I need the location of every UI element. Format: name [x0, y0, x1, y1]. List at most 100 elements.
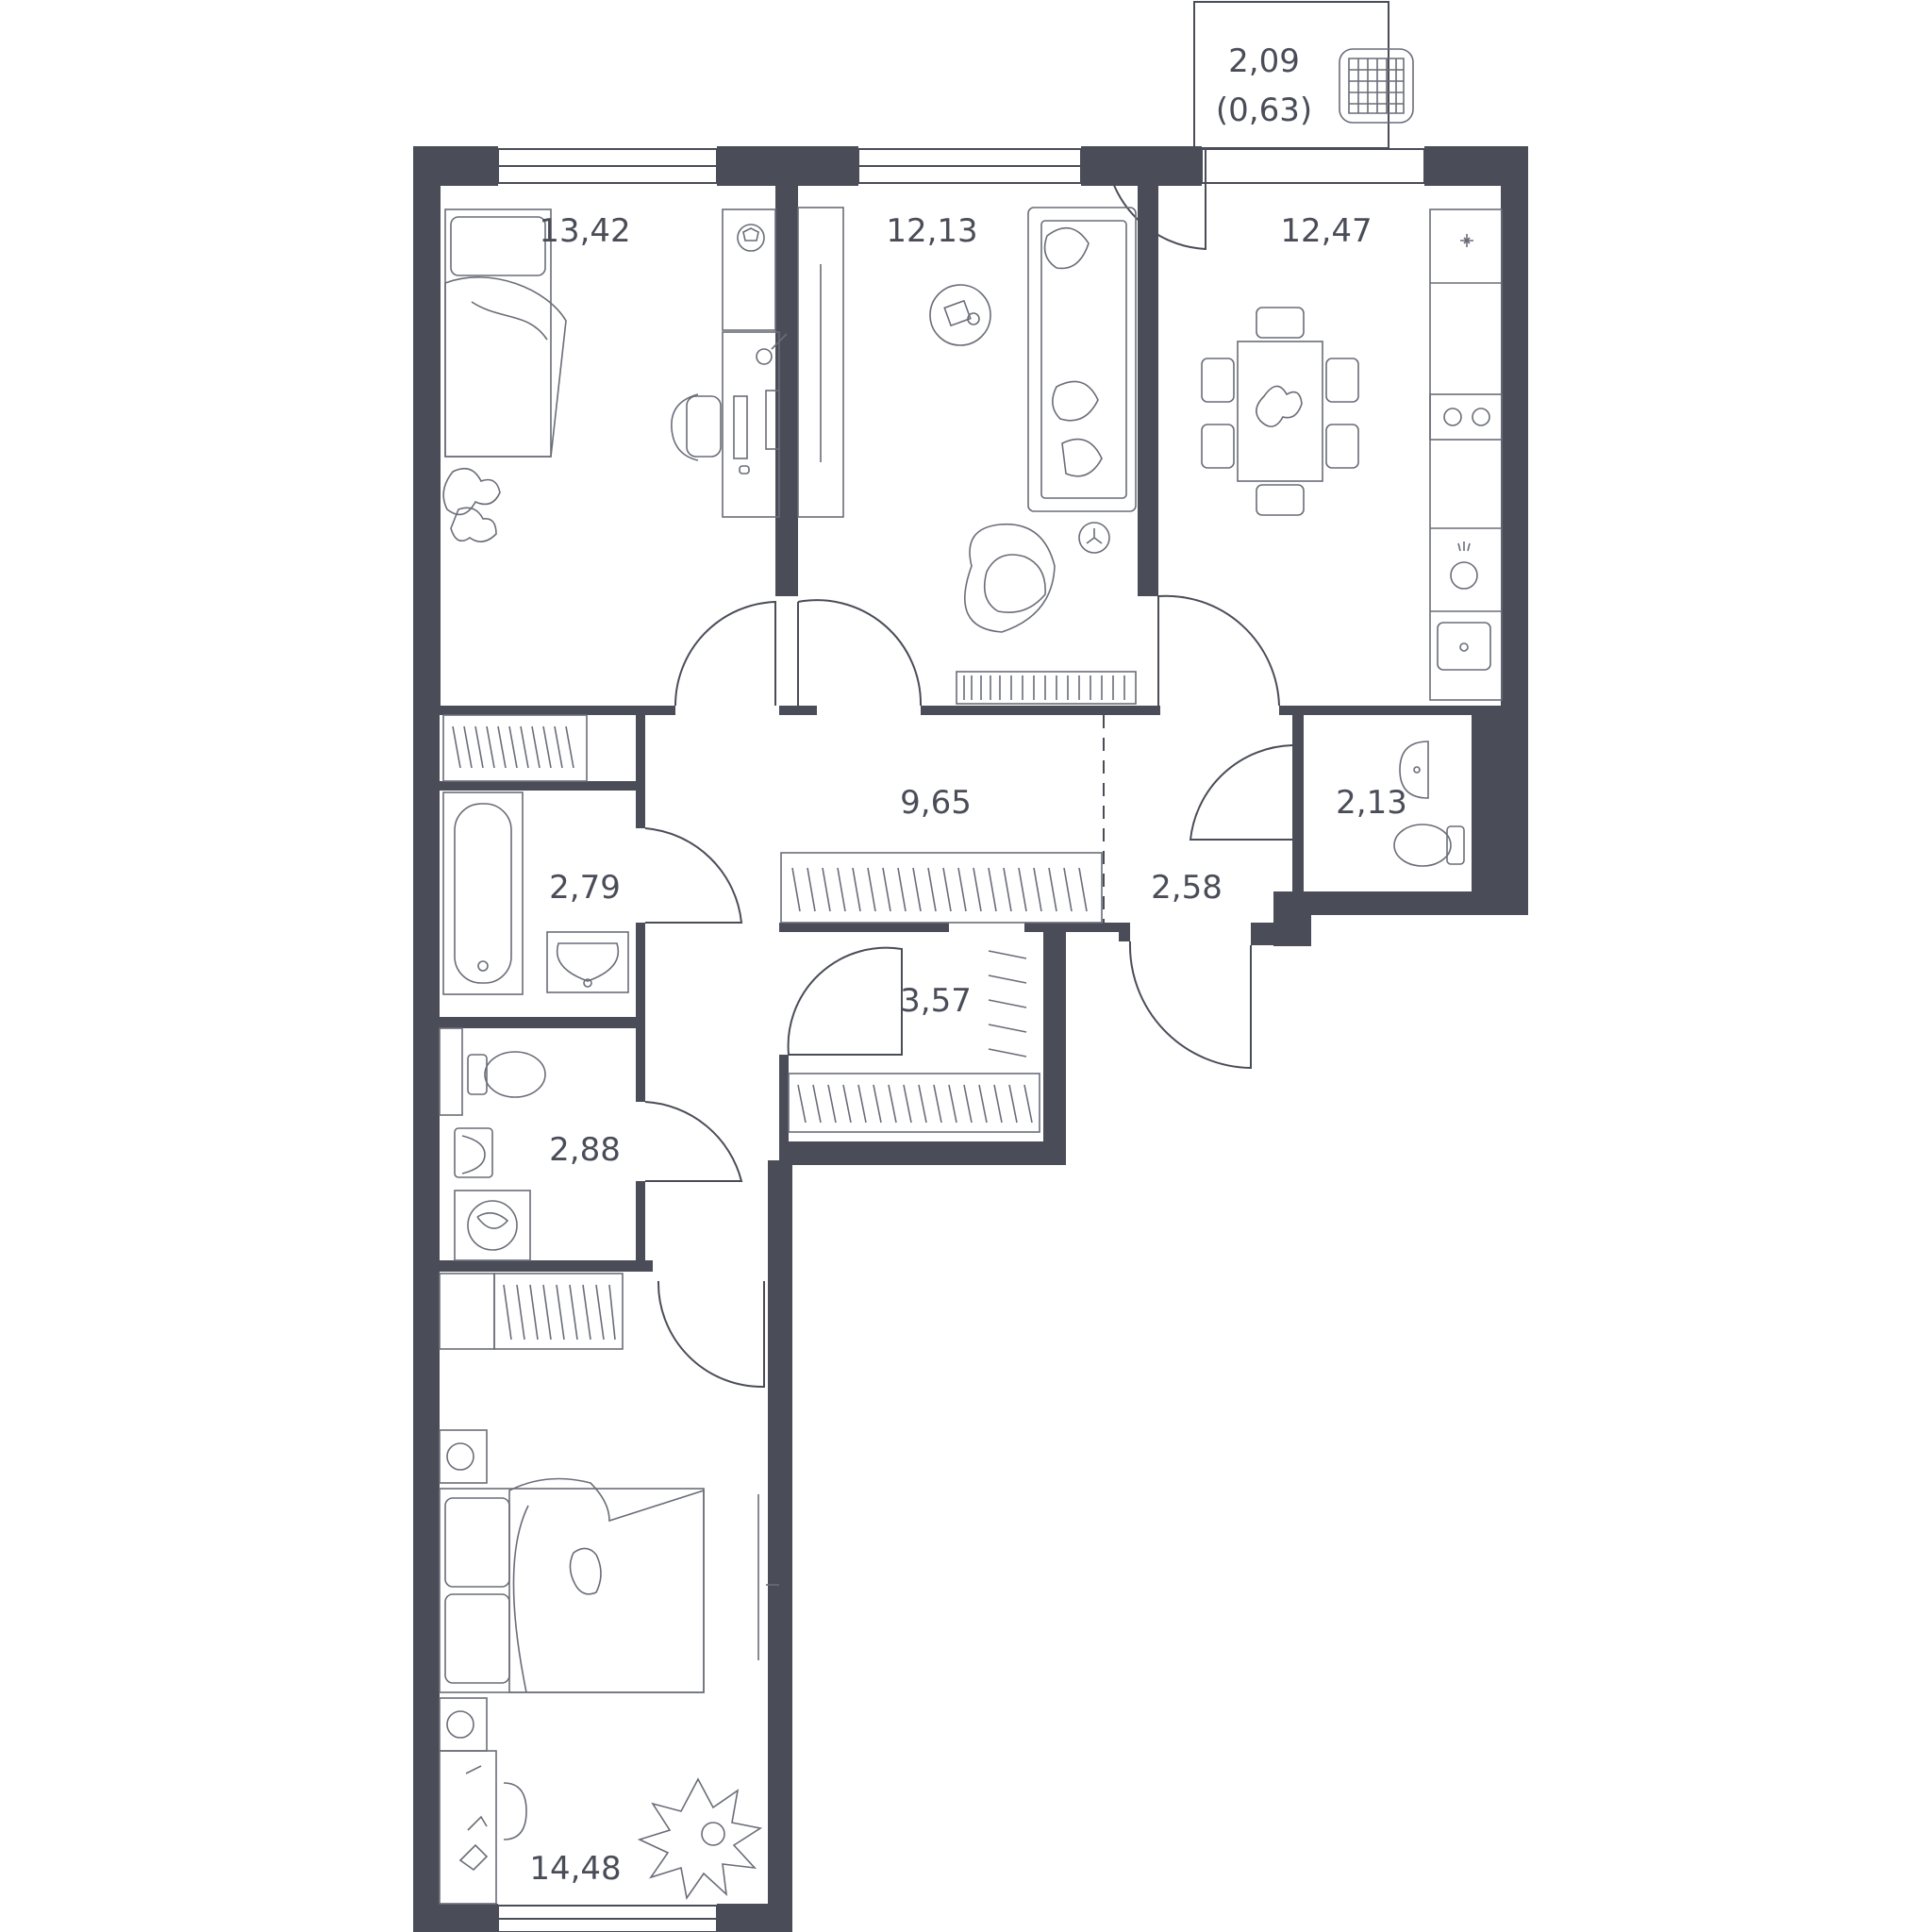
toy-icon	[442, 467, 501, 542]
wall	[1251, 923, 1292, 945]
area-label-bathroom: 2,79	[549, 869, 621, 907]
armchair-icon	[964, 523, 1056, 633]
area-label-hallway: 9,65	[900, 784, 972, 822]
living-room-furniture	[797, 207, 1137, 705]
washbasin-icon	[454, 1127, 493, 1178]
bed-icon	[439, 1477, 705, 1693]
wall	[768, 1264, 779, 1279]
area-label-living-room: 12,13	[886, 212, 977, 250]
office-chair-icon	[671, 393, 722, 461]
toilet-icon	[467, 1051, 546, 1098]
toilet-icon	[1393, 824, 1465, 867]
wall	[921, 706, 1160, 715]
sink-icon	[1437, 622, 1491, 671]
desk-icon	[722, 208, 780, 518]
wall	[717, 146, 858, 186]
walls	[413, 146, 1528, 1932]
area-label-vestibule: 2,58	[1151, 869, 1223, 907]
wall	[440, 781, 638, 791]
wall	[1043, 932, 1066, 1163]
ball-icon	[737, 224, 765, 252]
wall	[440, 706, 675, 715]
plant-icon	[637, 1777, 763, 1901]
washbasin-icon	[1399, 741, 1429, 799]
door-storage	[787, 946, 903, 1056]
dishwasher-icon	[1450, 541, 1478, 590]
wall	[779, 923, 949, 932]
door-kitchen	[1157, 594, 1280, 707]
kitchen-counter-icon	[1429, 208, 1503, 701]
wc-small-furniture	[1393, 741, 1465, 867]
nightstand-icon	[439, 1429, 488, 1752]
fridge-icon	[1460, 234, 1473, 247]
wc-laundry-furniture	[439, 1027, 546, 1261]
wall	[1024, 923, 1119, 932]
wall	[636, 1181, 645, 1266]
door-wc-small	[1189, 744, 1293, 841]
mirror-icon	[757, 1494, 779, 1660]
bathroom-furniture	[442, 791, 629, 995]
wall	[440, 1017, 645, 1028]
door-bedroom-1	[674, 600, 776, 707]
wall	[779, 1141, 1066, 1165]
dining-table-icon	[1237, 341, 1323, 482]
window	[1201, 148, 1425, 184]
sofa-icon	[1027, 207, 1137, 512]
area-label-wc-small: 2,13	[1336, 784, 1407, 822]
area-label-wc-laundry: 2,88	[549, 1131, 621, 1169]
wall	[1292, 715, 1304, 896]
wall	[1472, 715, 1502, 891]
washbasin-icon	[546, 931, 629, 993]
wall	[768, 1274, 792, 1932]
area-label-bedroom-1: 13,42	[539, 212, 630, 250]
wall	[717, 1904, 792, 1932]
wardrobe-icon	[439, 1273, 624, 1350]
stove-icon	[1429, 393, 1503, 441]
computer-icon	[733, 390, 780, 475]
bookshelf-icon	[956, 671, 1137, 705]
wall	[636, 1026, 645, 1102]
bed-icon	[444, 208, 567, 458]
bedroom-1-furniture	[442, 208, 788, 542]
shelf-icon	[439, 1027, 463, 1116]
coffee-table-icon	[929, 284, 991, 346]
washing-machine-icon	[454, 1190, 531, 1261]
doors	[644, 147, 1293, 1389]
wall	[413, 1904, 498, 1932]
area-labels: 2,09 (0,63) 13,42 12,13 12,47 9,65 2,58 …	[529, 42, 1407, 1888]
door-living	[797, 599, 923, 707]
chair-icon	[1201, 307, 1359, 516]
wall	[1306, 891, 1528, 915]
area-label-bedroom-2: 14,48	[529, 1850, 621, 1888]
laundry-basket-icon	[1339, 48, 1414, 124]
wardrobe-icon	[442, 714, 1103, 1133]
wall	[636, 923, 645, 1026]
balcony-door	[1105, 147, 1206, 251]
area-label-balcony: 2,09	[1228, 42, 1300, 80]
wall	[779, 706, 817, 715]
wall	[440, 1260, 653, 1272]
bedroom-2-furniture	[439, 1273, 779, 1905]
wall	[1119, 923, 1130, 941]
area-label-balcony-reduced: (0,63)	[1216, 92, 1312, 129]
lamp-icon	[756, 333, 788, 365]
wall	[779, 1055, 789, 1141]
wall	[768, 1160, 792, 1274]
area-label-storage: 3,57	[900, 982, 972, 1020]
door-bedroom-2	[657, 1280, 765, 1389]
wall	[1081, 146, 1202, 186]
wall	[1279, 706, 1528, 715]
wall	[413, 146, 440, 1932]
bathtub-icon	[442, 791, 524, 995]
door-wc-laundry	[644, 1101, 743, 1182]
area-label-kitchen: 12,47	[1280, 212, 1372, 250]
tv-icon	[797, 207, 844, 518]
wall	[636, 706, 645, 828]
wall	[1502, 146, 1528, 915]
kitchen-furniture	[1201, 208, 1503, 701]
entrance-door	[1128, 941, 1252, 1070]
door-bathroom	[644, 827, 743, 924]
side-table-icon	[1078, 522, 1110, 554]
desk-icon	[439, 1750, 527, 1905]
